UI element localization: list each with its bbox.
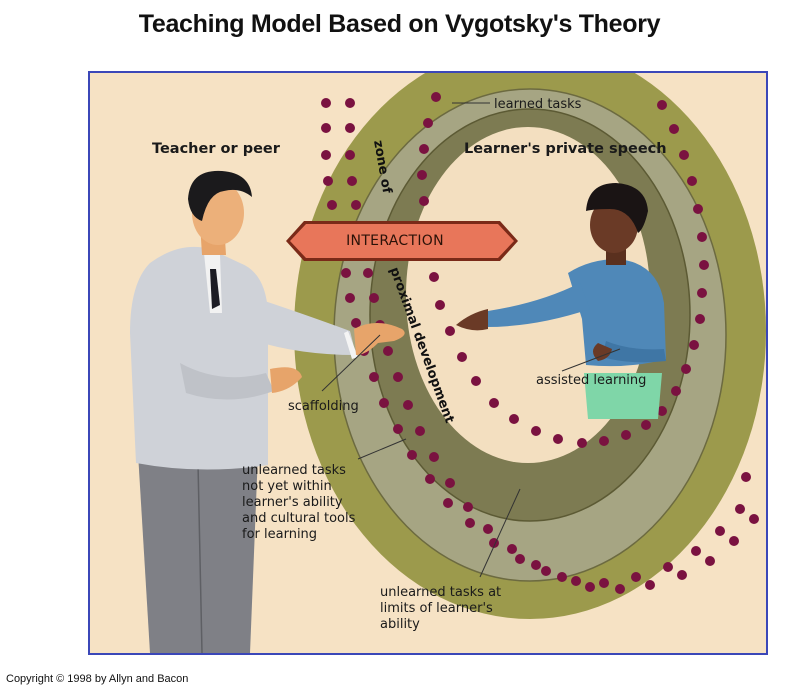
diagram-title: Teaching Model Based on Vygotsky's Theor… — [138, 10, 661, 38]
learner-figure — [456, 183, 666, 419]
learner-heading: Learner's private speech — [464, 141, 667, 157]
outer-band-dots — [321, 98, 759, 594]
copyright-notice: Copyright © 1998 by Allyn and Bacon — [6, 673, 189, 685]
teacher-heading: Teacher or peer — [152, 141, 280, 157]
leader-lines — [321, 102, 621, 578]
teacher-figure — [130, 170, 405, 653]
scaffolding-label: scaffolding — [288, 399, 359, 414]
unlearned-not-yet-label: unlearned tasks not yet within learner's… — [242, 463, 356, 542]
inner-band-dots — [417, 92, 709, 448]
unlearned-limits-label: unlearned tasks at limits of learner's a… — [380, 585, 502, 632]
diagram-frame: zone of proximal development — [88, 71, 768, 655]
diagram-svg: zone of proximal development — [130, 73, 766, 653]
interaction-label: INTERACTION — [346, 233, 444, 249]
learned-tasks-label: learned tasks — [494, 97, 582, 112]
assisted-learning-label: assisted learning — [536, 373, 647, 388]
interaction-arrow — [286, 221, 518, 261]
